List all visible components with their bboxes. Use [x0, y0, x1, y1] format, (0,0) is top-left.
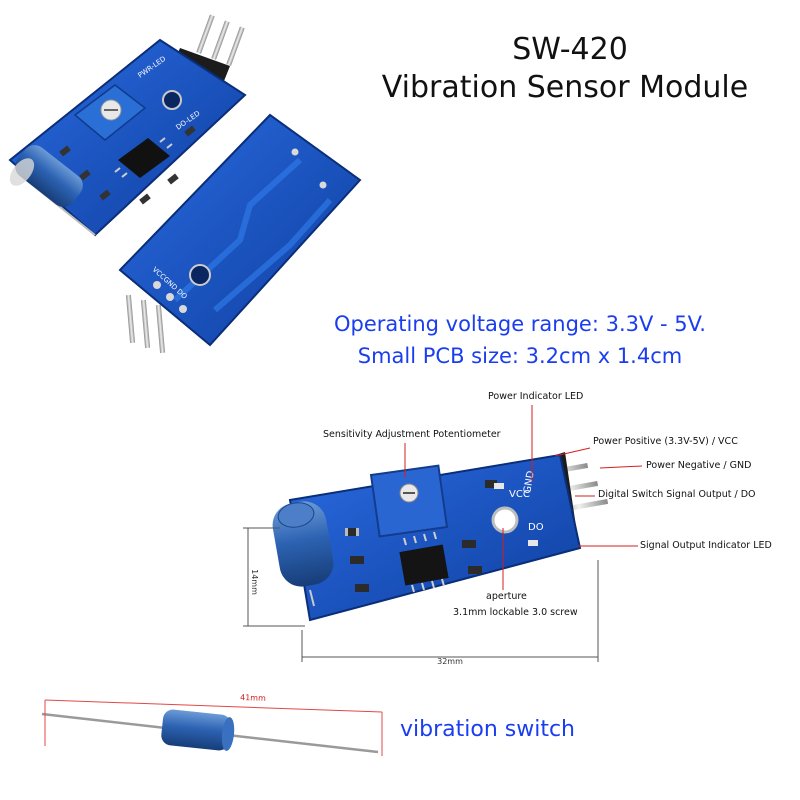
back-mount-hole: [189, 264, 211, 286]
potentiometer: [73, 84, 147, 141]
switch-body: [161, 709, 231, 751]
page-title: SW-420: [512, 32, 628, 67]
front-vibration-cylinder: [9, 145, 96, 236]
smd-components: [59, 125, 196, 205]
switch-dimension-line: [44, 699, 383, 756]
silk-vcc: VCC: [509, 489, 530, 500]
dimension-lines: [243, 527, 599, 662]
dim-height: 14mm: [250, 569, 259, 595]
annotated-module: VCC GND DO 14mm 32mm: [243, 405, 643, 666]
label-signal-led: Signal Output Indicator LED: [640, 540, 772, 551]
label-aperture: aperture: [486, 591, 527, 602]
page-subtitle: Vibration Sensor Module: [381, 70, 749, 105]
mount-hole: [162, 90, 182, 110]
silk-gnd: GND: [522, 470, 537, 495]
voltage-spec: Operating voltage range: 3.3V - 5V.: [333, 312, 706, 336]
label-screw: 3.1mm lockable 3.0 screw: [453, 607, 578, 618]
signal-led: [528, 540, 538, 546]
back-module-photo: VCCGND DO: [118, 113, 362, 354]
dim-length: 32mm: [437, 657, 463, 666]
annotated-vibration-cylinder: [272, 501, 334, 607]
silk-do: DO: [528, 522, 544, 533]
back-header-pins: [125, 294, 166, 354]
label-do: Digital Switch Signal Output / DO: [598, 489, 756, 500]
label-potentiometer: Sensitivity Adjustment Potentiometer: [323, 429, 501, 440]
back-solder-pads: [153, 148, 327, 313]
size-spec: Small PCB size: 3.2cm x 1.4cm: [357, 344, 683, 368]
label-gnd: Power Negative / GND: [646, 460, 752, 471]
aperture-hole: [491, 506, 519, 534]
callout-lines: [404, 405, 643, 590]
dim-switch-length: 41mm: [240, 693, 266, 703]
comparator-chip: [114, 137, 173, 178]
power-led: [494, 483, 504, 489]
label-vcc: Power Positive (3.3V-5V) / VCC: [593, 436, 738, 447]
label-power-led: Power Indicator LED: [488, 391, 584, 402]
vibration-switch-label: vibration switch: [400, 717, 575, 742]
annotated-potentiometer: [369, 464, 449, 538]
vibration-switch-photo: 41mm: [41, 693, 383, 756]
annotated-chip: [399, 531, 449, 593]
annotated-smd: [345, 480, 497, 592]
front-module-photo: PWR-LED DO-LED: [8, 14, 247, 237]
